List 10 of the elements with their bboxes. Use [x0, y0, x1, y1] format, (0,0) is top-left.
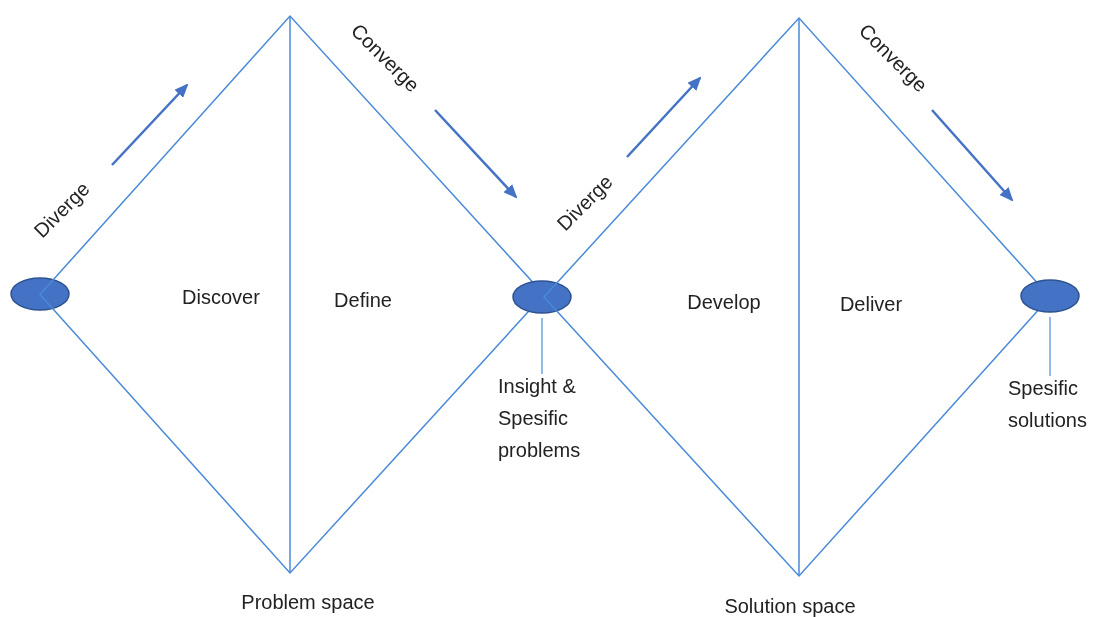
- space-label: Problem space: [241, 590, 375, 615]
- phase-label: Define: [334, 288, 392, 312]
- phase-label: Develop: [687, 290, 761, 314]
- outcome-label: Spesific solutions: [1008, 376, 1088, 433]
- leader-line: [541, 317, 543, 375]
- outcome-label: Insight & Spesific problems: [498, 374, 582, 463]
- space-label: Solution space: [724, 594, 856, 617]
- leader-line: [1049, 316, 1051, 377]
- phase-label: Discover: [182, 285, 260, 309]
- phase-label: Deliver: [839, 292, 903, 316]
